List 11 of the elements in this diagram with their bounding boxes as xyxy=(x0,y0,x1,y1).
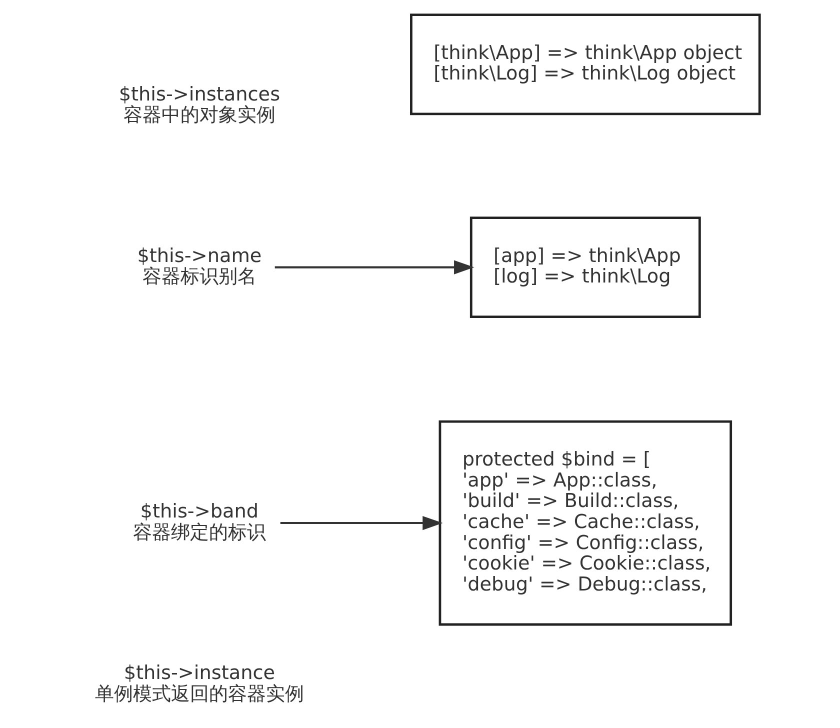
arrow xyxy=(274,260,474,274)
label: 单例模式返回的容器实例 xyxy=(94,682,304,705)
label: $this->instance xyxy=(124,660,276,684)
node-box: [app] => think\App [log] => think\Log xyxy=(470,216,701,318)
node-text: $this->band 容器绑定的标识 xyxy=(132,500,266,544)
node-box: [think\App] => think\App object [think\Log] => think\Log object xyxy=(410,14,761,116)
node-text: $this->name 容器标识别名 xyxy=(137,244,262,288)
label: $this->instances xyxy=(118,82,280,106)
node-box: protected $bind = [ 'app' => App::class, 'build' => Build::class, 'cache' => Cache::class, 'config' => Config::class, 'cookie' => Cookie::class, 'debug' => Debug::class, xyxy=(438,420,732,626)
arrow xyxy=(280,516,443,530)
label: 容器中的对象实例 xyxy=(123,103,276,126)
